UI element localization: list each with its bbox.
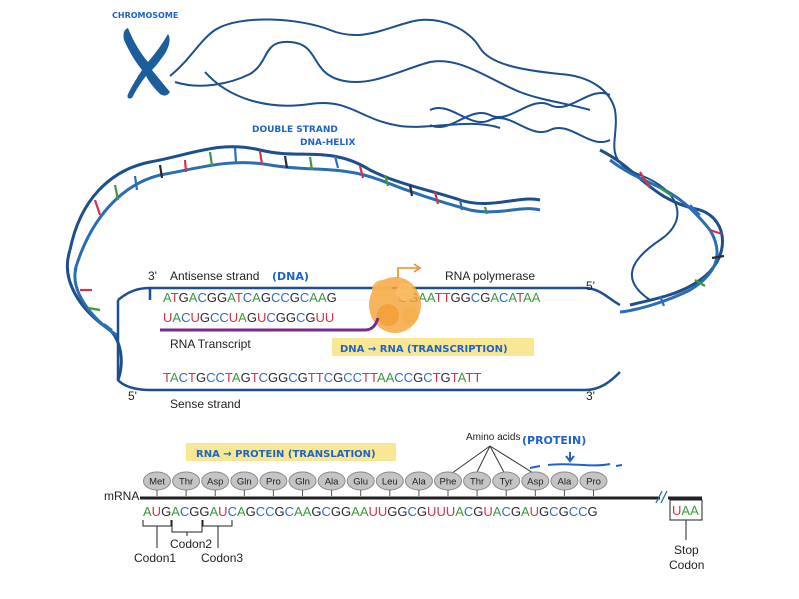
amino-acid-gln: Gln [230, 471, 259, 496]
amino-acid-label: Asp [207, 477, 223, 488]
helix-base-pairs [80, 147, 725, 331]
amino-acid-pro: Pro [579, 471, 608, 496]
amino-acid-asp: Asp [201, 471, 230, 496]
amino-acid-ala: Ala [404, 471, 433, 496]
amino-acid-label: Gln [295, 477, 310, 488]
amino-acid-leu: Leu [375, 471, 404, 496]
translation-note: RNA → PROTEIN (TRANSLATION) [196, 449, 376, 460]
sense-5prime: 5' [128, 389, 137, 403]
amino-acid-thr: Thr [172, 471, 201, 496]
transcription-highlight [332, 338, 534, 356]
codon2-label: Codon2 [170, 537, 212, 551]
amino-acids-label: Amino acids [466, 432, 520, 443]
amino-acid-label: Ala [412, 477, 426, 488]
amino-acid-asp: Asp [521, 471, 550, 496]
amino-acid-label: Met [149, 477, 165, 488]
codon3-label: Codon3 [201, 551, 243, 565]
antisense-strand-label: Antisense strand [170, 269, 259, 283]
amino-acid-label: Asp [527, 477, 543, 488]
amino-acid-pro: Pro [259, 471, 288, 496]
stop-codon-label-line2: Codon [669, 558, 704, 572]
amino-acid-tyr: Tyr [492, 471, 521, 496]
amino-acid-met: Met [143, 471, 171, 496]
transcription-note: DNA → RNA (TRANSCRIPTION) [340, 344, 508, 355]
amino-acid-label: Ala [558, 477, 572, 488]
amino-acid-label: Glu [353, 477, 368, 488]
stop-codon-sequence: UAA [672, 503, 699, 518]
amino-acid-label: Ala [325, 477, 339, 488]
dna-note: (DNA) [272, 270, 309, 283]
codon-brackets [142, 499, 703, 548]
codon1-label: Codon1 [134, 551, 176, 565]
amino-acid-phe: Phe [434, 471, 462, 496]
mrna-sequence: AUGACGGAUCAGCCGCAAGCGGAAUUGGCGUUUACGUACG… [143, 504, 598, 519]
antisense-3prime: 3' [148, 269, 157, 283]
amino-acid-label: Tyr [500, 477, 513, 488]
rna-transcript-sequence: UACUGCCUAGUCGGCGUU [163, 310, 334, 325]
protein-chain-sketch [529, 452, 623, 469]
amino-acid-ala: Ala [317, 471, 346, 496]
sense-strand-label: Sense strand [170, 397, 241, 411]
amino-acid-gln: Gln [288, 471, 317, 496]
amino-acid-label: Thr [470, 477, 484, 488]
amino-acid-thr: Thr [463, 471, 492, 496]
amino-acid-ala: Ala [550, 471, 579, 496]
stop-codon-label-line1: Stop [674, 543, 699, 557]
mrna-label: mRNA [104, 489, 139, 503]
amino-acid-label: Leu [382, 477, 398, 488]
double-strand-label-line2: DNA-HELIX [300, 138, 355, 148]
double-strand-label-line1: DOUBLE STRAND [252, 125, 338, 135]
upper-helix [429, 92, 611, 143]
rna-transcript-label: RNA Transcript [170, 337, 251, 351]
mrna-break-icon [655, 490, 668, 504]
sense-sequence: TACTGCCTAGTCGGCGTTCGCCTTAACCGCTGTATT [163, 370, 481, 385]
translation-highlight [186, 443, 396, 461]
chromosome-label: CHROMOSOME [112, 11, 178, 20]
amino-acid-label: Phe [440, 477, 457, 488]
rna-polymerase-label: RNA polymerase [445, 269, 535, 283]
amino-acid-chain: Met Thr Asp Gln Pro Gln Ala Glu Leu Ala Phe Thr Tyr A… [143, 471, 608, 496]
amino-acid-label: Pro [586, 477, 601, 488]
rna-polymerase-icon [369, 263, 422, 333]
protein-note: (PROTEIN) [522, 434, 586, 447]
amino-acid-label: Thr [179, 477, 193, 488]
chromosome-dna-strand [169, 18, 679, 301]
transcription-bubble [116, 286, 621, 392]
amino-acid-glu: Glu [346, 471, 375, 496]
sense-3prime: 3' [586, 389, 595, 403]
antisense-5prime: 5' [586, 279, 595, 293]
amino-acid-label: Pro [266, 477, 281, 488]
antisense-sequence-left: ATGACGGATCAGCCGCAAG [163, 290, 337, 305]
rna-transcript-backbone [160, 317, 380, 332]
amino-acid-label: Gln [237, 477, 252, 488]
chromosome-icon [123, 28, 170, 99]
amino-acid-pointer-lines [447, 445, 539, 477]
